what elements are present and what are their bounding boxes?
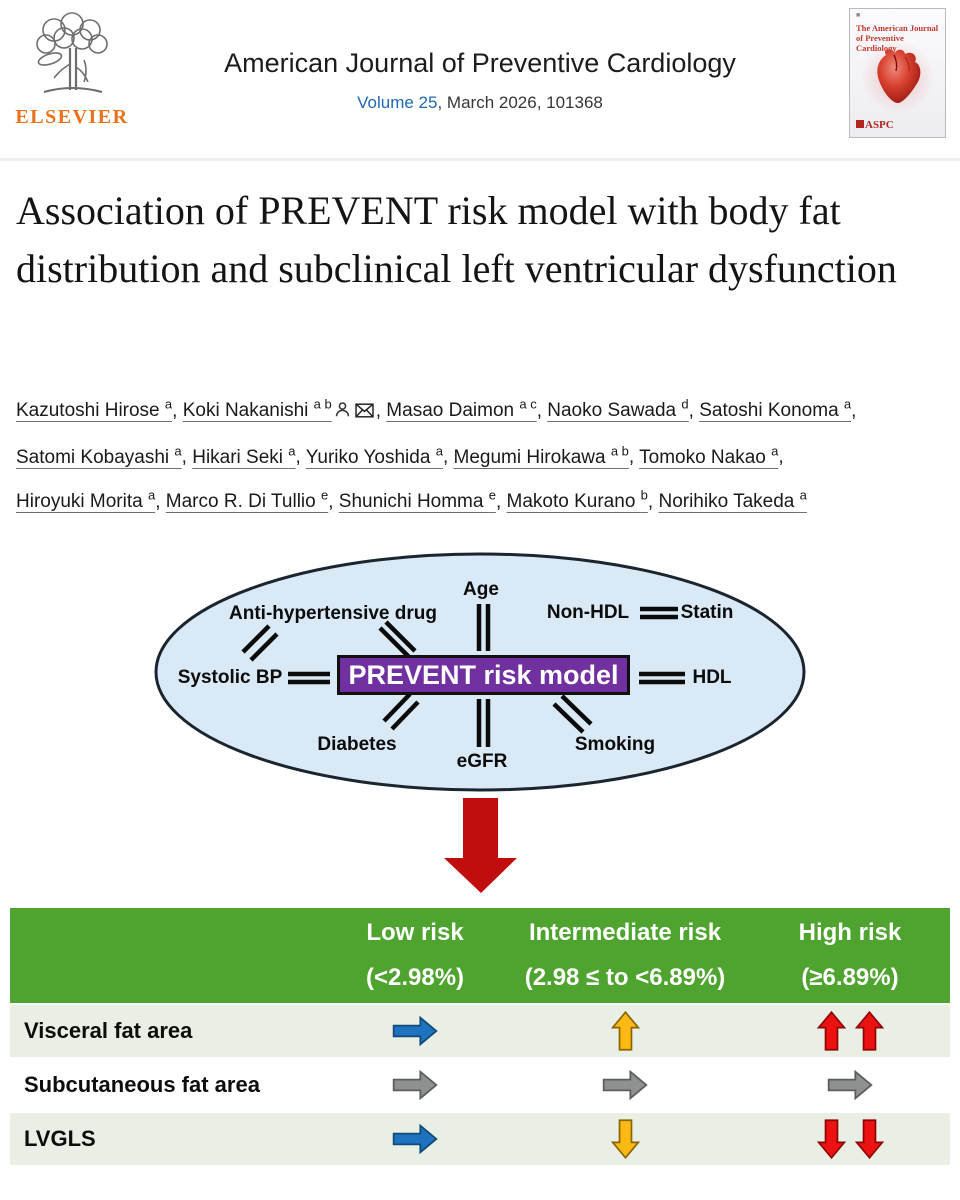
journal-title[interactable]: American Journal of Preventive Cardiolog… (224, 48, 736, 78)
factor-smoking: Smoking (574, 734, 656, 755)
elsevier-logo[interactable]: ELSEVIER (12, 12, 132, 129)
header-empty-cell (10, 908, 330, 1003)
table-row: Visceral fat area (10, 1003, 950, 1057)
article-title: Association of PREVENT risk model with b… (16, 188, 897, 291)
issue-info: , March 2026, 101368 (437, 93, 603, 112)
header-intermediate-risk: Intermediate risk(2.98 ≤ to <6.89%) (524, 919, 726, 991)
arrow-right-icon (827, 1069, 873, 1101)
cover-meta-mark: ■ (856, 12, 861, 19)
risk-table-header: Low risk(<2.98%) Intermediate risk(2.98 … (10, 908, 950, 1003)
arrow-down-icon (816, 1119, 846, 1160)
author-link[interactable]: Norihiko Takeda a (658, 487, 807, 512)
aspc-logo: ASPC (856, 119, 894, 131)
factor-hdl: HDL (692, 667, 732, 688)
table-row: Subcutaneous fat area (10, 1057, 950, 1111)
factor-egfr: eGFR (456, 751, 508, 772)
author-separator: , (688, 400, 700, 422)
row-label: Visceral fat area (24, 1018, 193, 1043)
graphical-abstract[interactable]: Age Anti-hypertensive drug Non-HDL Stati… (0, 550, 960, 905)
volume-link[interactable]: Volume 25 (357, 93, 438, 112)
author-separator: , (181, 446, 193, 468)
arrow-down-icon (854, 1119, 884, 1160)
author-separator: , (295, 446, 306, 468)
row-label: LVGLS (24, 1126, 96, 1151)
journal-cover-thumbnail[interactable]: ■ The American Journal of Preventive Car… (849, 8, 946, 138)
arrow-up-icon (610, 1010, 640, 1051)
author-separator: , (495, 490, 507, 512)
author-link[interactable]: Masao Daimon a c (386, 397, 537, 422)
author-separator: , (628, 446, 640, 468)
arrow-cell (750, 1059, 950, 1111)
author-separator: , (442, 446, 454, 468)
arrow-right-icon (392, 1015, 438, 1047)
author-link[interactable]: Tomoko Nakao a (639, 443, 779, 468)
author-link[interactable]: Megumi Hirokawa a b (453, 443, 629, 468)
connector-lines (241, 604, 685, 747)
header-divider (0, 158, 960, 161)
factor-age: Age (463, 579, 499, 600)
aspc-square-icon (856, 120, 864, 128)
arrow-cell (330, 1005, 500, 1057)
arrow-up-icon (816, 1010, 846, 1051)
table-row: LVGLS (10, 1111, 950, 1165)
arrow-cell (500, 1059, 750, 1111)
prevent-risk-model-box: PREVENT risk model (337, 655, 630, 695)
factor-diabetes: Diabetes (317, 734, 397, 755)
arrow-right-icon (392, 1123, 438, 1155)
header-high-risk: High risk(≥6.89%) (798, 919, 902, 991)
factor-statin: Statin (680, 602, 734, 623)
risk-table: Low risk(<2.98%) Intermediate risk(2.98 … (10, 908, 950, 1165)
journal-header: ELSEVIER American Journal of Preventive … (0, 0, 960, 161)
arrow-cell (500, 1113, 750, 1165)
author-link[interactable]: Kazutoshi Hirose a (16, 397, 173, 422)
arrow-right-icon (392, 1069, 438, 1101)
author-separator: , (172, 400, 183, 422)
elsevier-wordmark: ELSEVIER (15, 106, 129, 128)
author-link[interactable]: Naoko Sawada d (547, 397, 689, 422)
author-separator: , (155, 490, 166, 512)
arrow-cell (750, 1113, 950, 1165)
down-arrow-icon (444, 798, 517, 893)
author-link[interactable]: Yuriko Yoshida a (305, 443, 443, 468)
arrow-cell (330, 1059, 500, 1111)
factor-anti-hypertensive-drug: Anti-hypertensive drug (229, 603, 437, 624)
author-separator: , (328, 490, 339, 512)
journal-issue-line: Volume 25, March 2026, 101368 (140, 93, 820, 113)
factor-systolic-bp: Systolic BP (177, 667, 283, 688)
arrow-down-icon (610, 1119, 640, 1160)
factor-non-hdl: Non-HDL (546, 602, 630, 623)
author-link[interactable]: Satomi Kobayashi a (16, 443, 182, 468)
arrow-cell (500, 1005, 750, 1057)
row-label: Subcutaneous fat area (24, 1072, 260, 1097)
abstract-drawing (154, 552, 806, 893)
elsevier-tree-icon (12, 12, 132, 104)
author-link[interactable]: Hikari Seki a (192, 443, 296, 468)
journal-titles: American Journal of Preventive Cardiolog… (140, 0, 820, 160)
arrow-cell (750, 1005, 950, 1057)
author-separator: , (647, 490, 659, 512)
arrow-up-icon (854, 1010, 884, 1051)
author-list: Kazutoshi Hirose a, Koki Nakanishi a b, … (16, 386, 926, 521)
cover-title: The American Journal of Preventive Cardi… (856, 23, 939, 53)
author-separator: , (851, 400, 857, 422)
arrow-right-icon (602, 1069, 648, 1101)
author-link[interactable]: Hiroyuki Morita a (16, 487, 156, 512)
author-link[interactable]: Shunichi Homma e (338, 487, 496, 512)
author-separator: , (536, 400, 548, 422)
header-low-risk: Low risk(<2.98%) (365, 919, 465, 991)
author-separator: , (778, 446, 784, 468)
author-link[interactable]: Marco R. Di Tullio e (165, 487, 329, 512)
envelope-icon[interactable] (355, 394, 374, 432)
author-separator: , (375, 400, 387, 422)
arrow-cell (330, 1113, 500, 1165)
author-link[interactable]: Satoshi Konoma a (699, 397, 852, 422)
author-link[interactable]: Koki Nakanishi a b (182, 397, 332, 422)
heart-illustration-icon (872, 47, 926, 110)
person-icon[interactable] (334, 394, 351, 432)
author-link[interactable]: Makoto Kurano b (506, 487, 648, 512)
